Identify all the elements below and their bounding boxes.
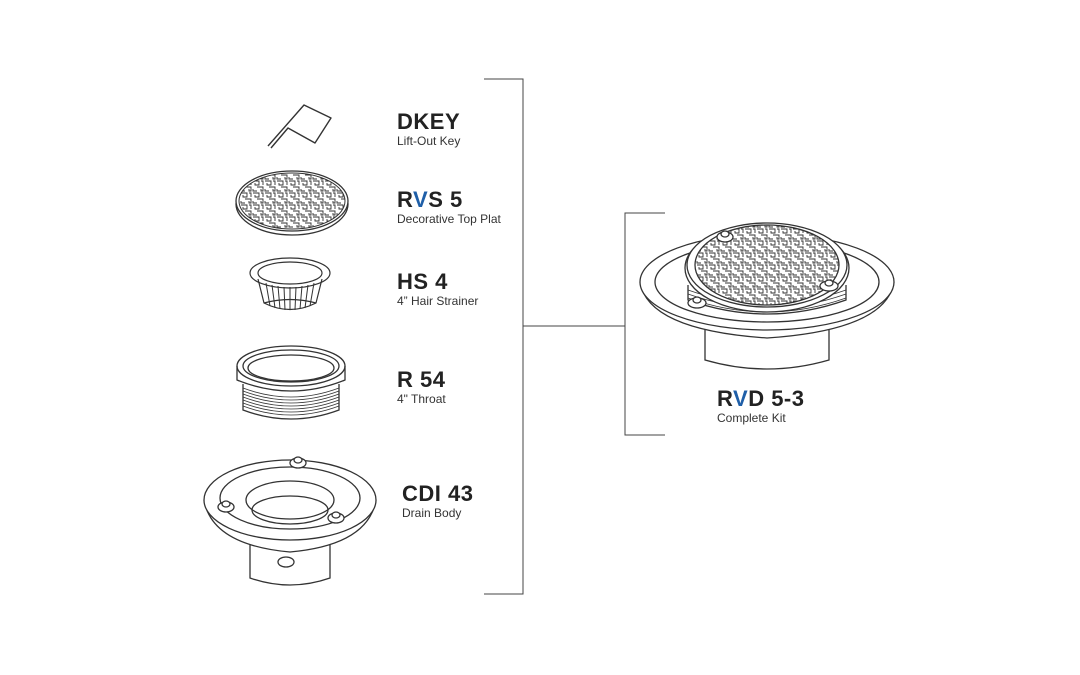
part-code: CDI 43	[402, 481, 474, 506]
bracket-left	[484, 78, 625, 595]
complete-drain-kit-icon	[639, 222, 895, 370]
key-icon	[267, 104, 332, 149]
decorative-plate-icon	[235, 170, 349, 236]
hair-strainer-icon	[249, 257, 331, 311]
part-description: 4" Throat	[397, 392, 446, 406]
part-description: Decorative Top Plat	[397, 212, 501, 226]
kit-code: RVD 5-3	[717, 386, 805, 411]
part-code: HS 4	[397, 269, 448, 294]
part-code: R 54	[397, 367, 446, 392]
part-label-r54: R 54 4" Throat	[397, 367, 446, 407]
part-code: RVS 5	[397, 187, 463, 212]
drain-body-icon	[203, 456, 377, 586]
part-description: Lift-Out Key	[397, 134, 461, 148]
kit-label-rvd53: RVD 5-3 Complete Kit	[717, 386, 805, 426]
part-label-hs4: HS 4 4” Hair Strainer	[397, 269, 479, 309]
bracket-right	[624, 212, 665, 436]
part-description: 4” Hair Strainer	[397, 294, 479, 308]
throat-icon	[236, 345, 346, 420]
part-code: DKEY	[397, 109, 461, 134]
part-label-cdi43: CDI 43 Drain Body	[402, 481, 474, 521]
part-label-dkey: DKEY Lift-Out Key	[397, 109, 461, 149]
part-description: Drain Body	[402, 506, 462, 520]
kit-description: Complete Kit	[717, 411, 786, 425]
part-label-rvs5: RVS 5 Decorative Top Plat	[397, 187, 501, 227]
